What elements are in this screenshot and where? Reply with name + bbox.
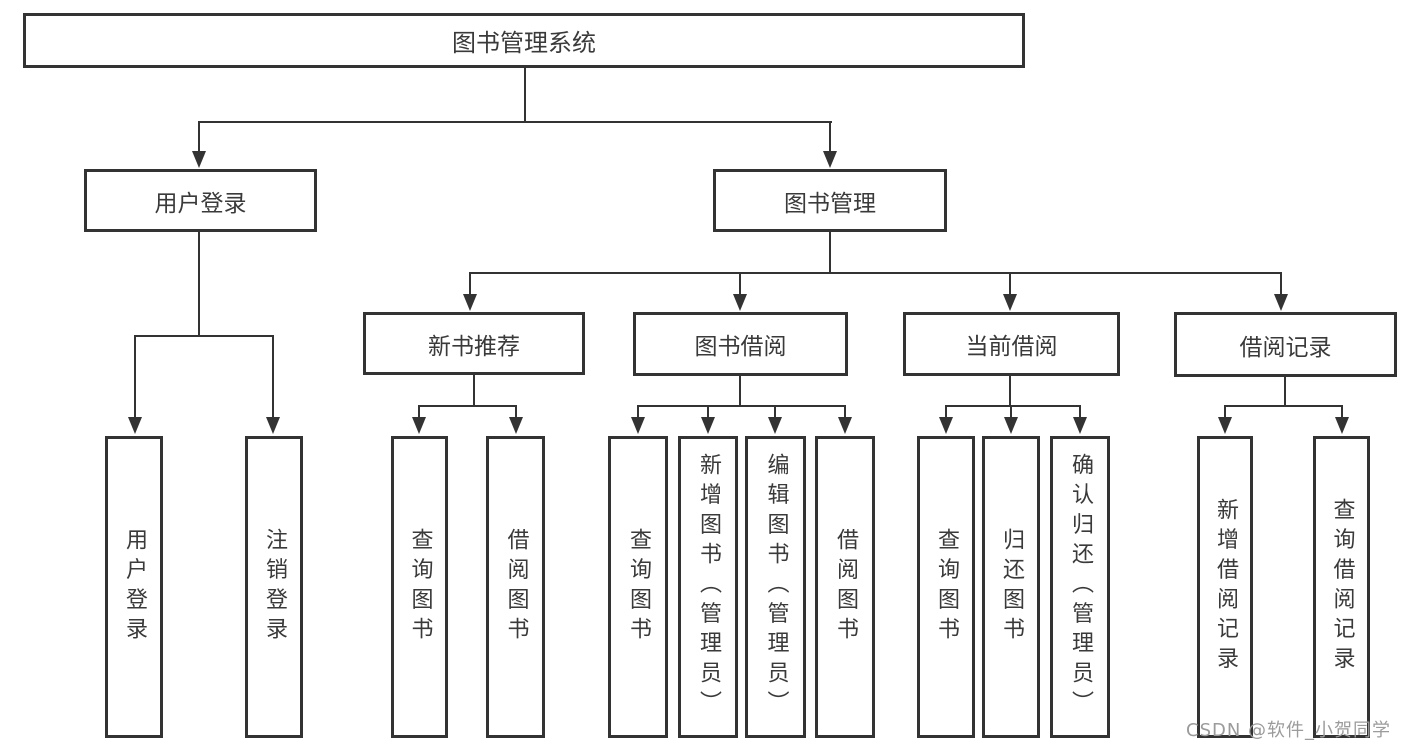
- leaf-add-books-admin: 新增图书（管理员）: [678, 436, 738, 738]
- arrow-down-icon: [1218, 417, 1232, 434]
- arrow-down-icon: [266, 417, 280, 434]
- connector-line: [418, 405, 517, 407]
- node-label: 图书管理: [784, 190, 876, 217]
- node-label: 图书管理系统: [452, 29, 596, 57]
- connector-line: [1009, 376, 1011, 407]
- node-borrowing-records: 借阅记录: [1174, 312, 1397, 377]
- connector-line: [1280, 272, 1282, 297]
- arrow-down-icon: [1004, 417, 1018, 434]
- leaf-label: 确认归还（管理员）: [1068, 453, 1093, 721]
- connector-line: [198, 121, 832, 123]
- connector-line: [1224, 405, 1226, 421]
- connector-line: [469, 272, 1282, 274]
- connector-line: [1010, 405, 1012, 421]
- connector-line: [473, 375, 475, 407]
- leaf-label: 编辑图书（管理员）: [763, 453, 789, 721]
- csdn-watermark: CSDN @软件_小贺同学: [1186, 720, 1392, 741]
- connector-line: [829, 232, 831, 274]
- leaf-label: 查询图书: [407, 527, 433, 647]
- node-user-login: 用户登录: [84, 169, 317, 232]
- node-label: 新书推荐: [428, 333, 520, 360]
- leaf-query-books: 查询图书: [608, 436, 668, 738]
- arrow-down-icon: [1274, 294, 1288, 311]
- node-new-book-recommend: 新书推荐: [363, 312, 585, 375]
- connector-line: [945, 405, 947, 421]
- arrow-down-icon: [1335, 417, 1349, 434]
- node-label: 用户登录: [154, 190, 247, 217]
- connector-line: [774, 405, 776, 421]
- leaf-label: 查询图书: [626, 527, 651, 647]
- node-current-borrowing: 当前借阅: [903, 312, 1120, 376]
- leaf-edit-books-admin: 编辑图书（管理员）: [745, 436, 806, 738]
- connector-line: [637, 405, 846, 407]
- leaf-borrow-books: 借阅图书: [815, 436, 875, 738]
- leaf-label: 借阅图书: [833, 527, 858, 647]
- connector-line: [1079, 405, 1081, 421]
- connector-line: [198, 121, 200, 153]
- node-library-management-system: 图书管理系统: [23, 13, 1025, 68]
- connector-line: [844, 405, 846, 421]
- arrow-down-icon: [1003, 294, 1017, 311]
- leaf-label: 用户登录: [122, 527, 147, 647]
- connector-line: [198, 232, 200, 337]
- leaf-user-login: 用户登录: [105, 436, 163, 738]
- connector-line: [739, 272, 741, 297]
- leaf-label: 新增借阅记录: [1213, 497, 1238, 677]
- connector-line: [469, 272, 471, 297]
- connector-line: [1341, 405, 1343, 421]
- node-book-management: 图书管理: [713, 169, 947, 232]
- connector-line: [272, 335, 274, 421]
- connector-line: [637, 405, 639, 421]
- connector-line: [739, 376, 741, 407]
- connector-line: [515, 405, 517, 421]
- arrow-down-icon: [192, 151, 206, 168]
- arrow-down-icon: [939, 417, 953, 434]
- leaf-label: 查询图书: [934, 527, 959, 647]
- node-label: 当前借阅: [965, 334, 1058, 360]
- connector-line: [1224, 405, 1343, 407]
- leaf-label: 借阅图书: [503, 527, 529, 647]
- leaf-label: 归还图书: [999, 527, 1024, 647]
- leaf-return-books: 归还图书: [982, 436, 1040, 738]
- connector-line: [707, 405, 709, 421]
- leaf-query-borrow-record: 查询借阅记录: [1313, 436, 1370, 738]
- arrow-down-icon: [631, 417, 645, 434]
- leaf-logout: 注销登录: [245, 436, 303, 738]
- arrow-down-icon: [701, 417, 715, 434]
- leaf-label: 查询借阅记录: [1329, 497, 1355, 677]
- leaf-label: 注销登录: [262, 527, 287, 647]
- connector-line: [1284, 377, 1286, 407]
- node-label: 借阅记录: [1239, 334, 1332, 361]
- arrow-down-icon: [823, 151, 837, 168]
- arrow-down-icon: [412, 417, 426, 434]
- leaf-borrow-books: 借阅图书: [486, 436, 545, 738]
- leaf-query-books: 查询图书: [917, 436, 975, 738]
- leaf-query-books: 查询图书: [391, 436, 448, 738]
- arrow-down-icon: [509, 417, 523, 434]
- connector-line: [134, 335, 274, 337]
- leaf-label: 新增图书（管理员）: [696, 453, 721, 721]
- arrow-down-icon: [128, 417, 142, 434]
- arrow-down-icon: [1073, 417, 1087, 434]
- connector-line: [1009, 272, 1011, 297]
- arrow-down-icon: [733, 294, 747, 311]
- arrow-down-icon: [768, 417, 782, 434]
- connector-line: [524, 68, 526, 123]
- connector-line: [829, 121, 831, 153]
- connector-line: [418, 405, 420, 421]
- node-book-borrowing: 图书借阅: [633, 312, 848, 376]
- leaf-confirm-return-admin: 确认归还（管理员）: [1050, 436, 1110, 738]
- arrow-down-icon: [838, 417, 852, 434]
- arrow-down-icon: [463, 294, 477, 311]
- connector-line: [945, 405, 1081, 407]
- leaf-add-borrow-record: 新增借阅记录: [1197, 436, 1253, 738]
- connector-line: [134, 335, 136, 421]
- node-label: 图书借阅: [694, 334, 787, 360]
